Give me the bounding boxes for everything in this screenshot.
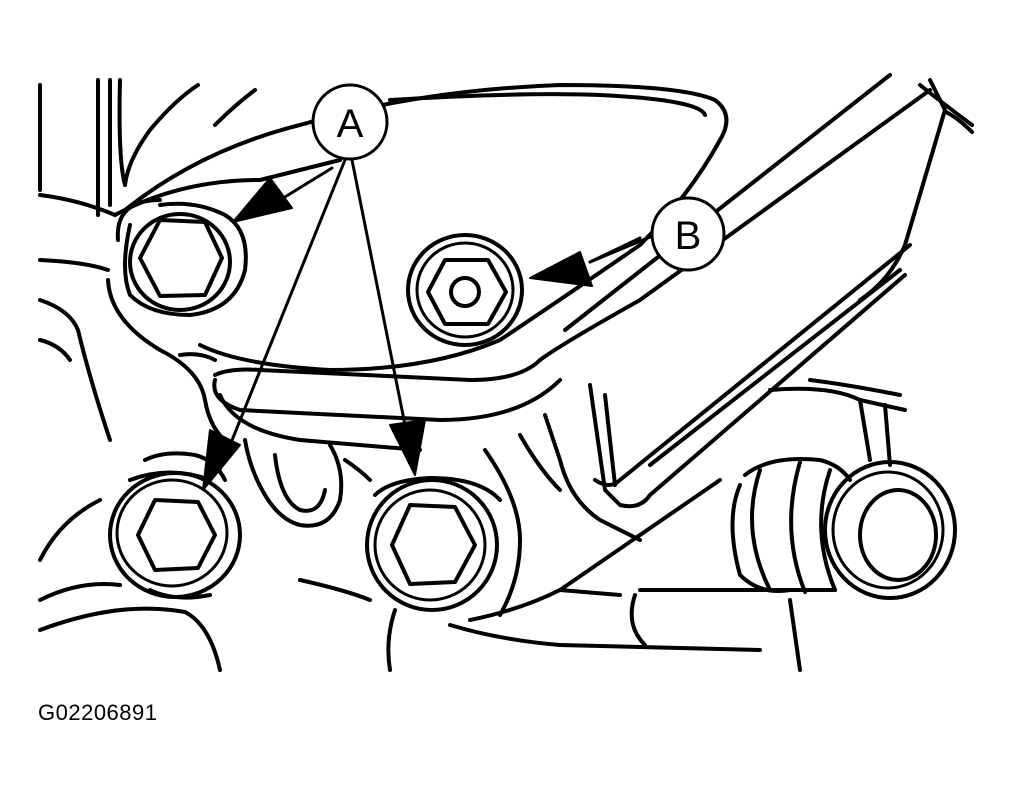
- arrowhead-a-left: [202, 429, 241, 491]
- bolt-a-upper-left: [115, 198, 248, 317]
- arrowhead-a-center: [389, 419, 426, 476]
- leader-lines: [218, 158, 657, 472]
- callout-b: B: [650, 196, 726, 272]
- arrowheads: [202, 177, 593, 491]
- figure-id: G02206891: [38, 700, 158, 725]
- right-fitting: [730, 457, 957, 600]
- callout-a: A: [311, 83, 389, 161]
- bracket-body: [106, 73, 974, 672]
- bolt-a-lower-left: [108, 451, 242, 600]
- callout-a-label: A: [337, 102, 364, 146]
- bolt-a-lower-center: [365, 476, 502, 612]
- arrowhead-b: [529, 251, 593, 287]
- nut-b: [406, 233, 524, 347]
- background-lines: [38, 78, 257, 672]
- arrowhead-a-upper: [232, 177, 293, 223]
- callout-b-label: B: [675, 214, 702, 258]
